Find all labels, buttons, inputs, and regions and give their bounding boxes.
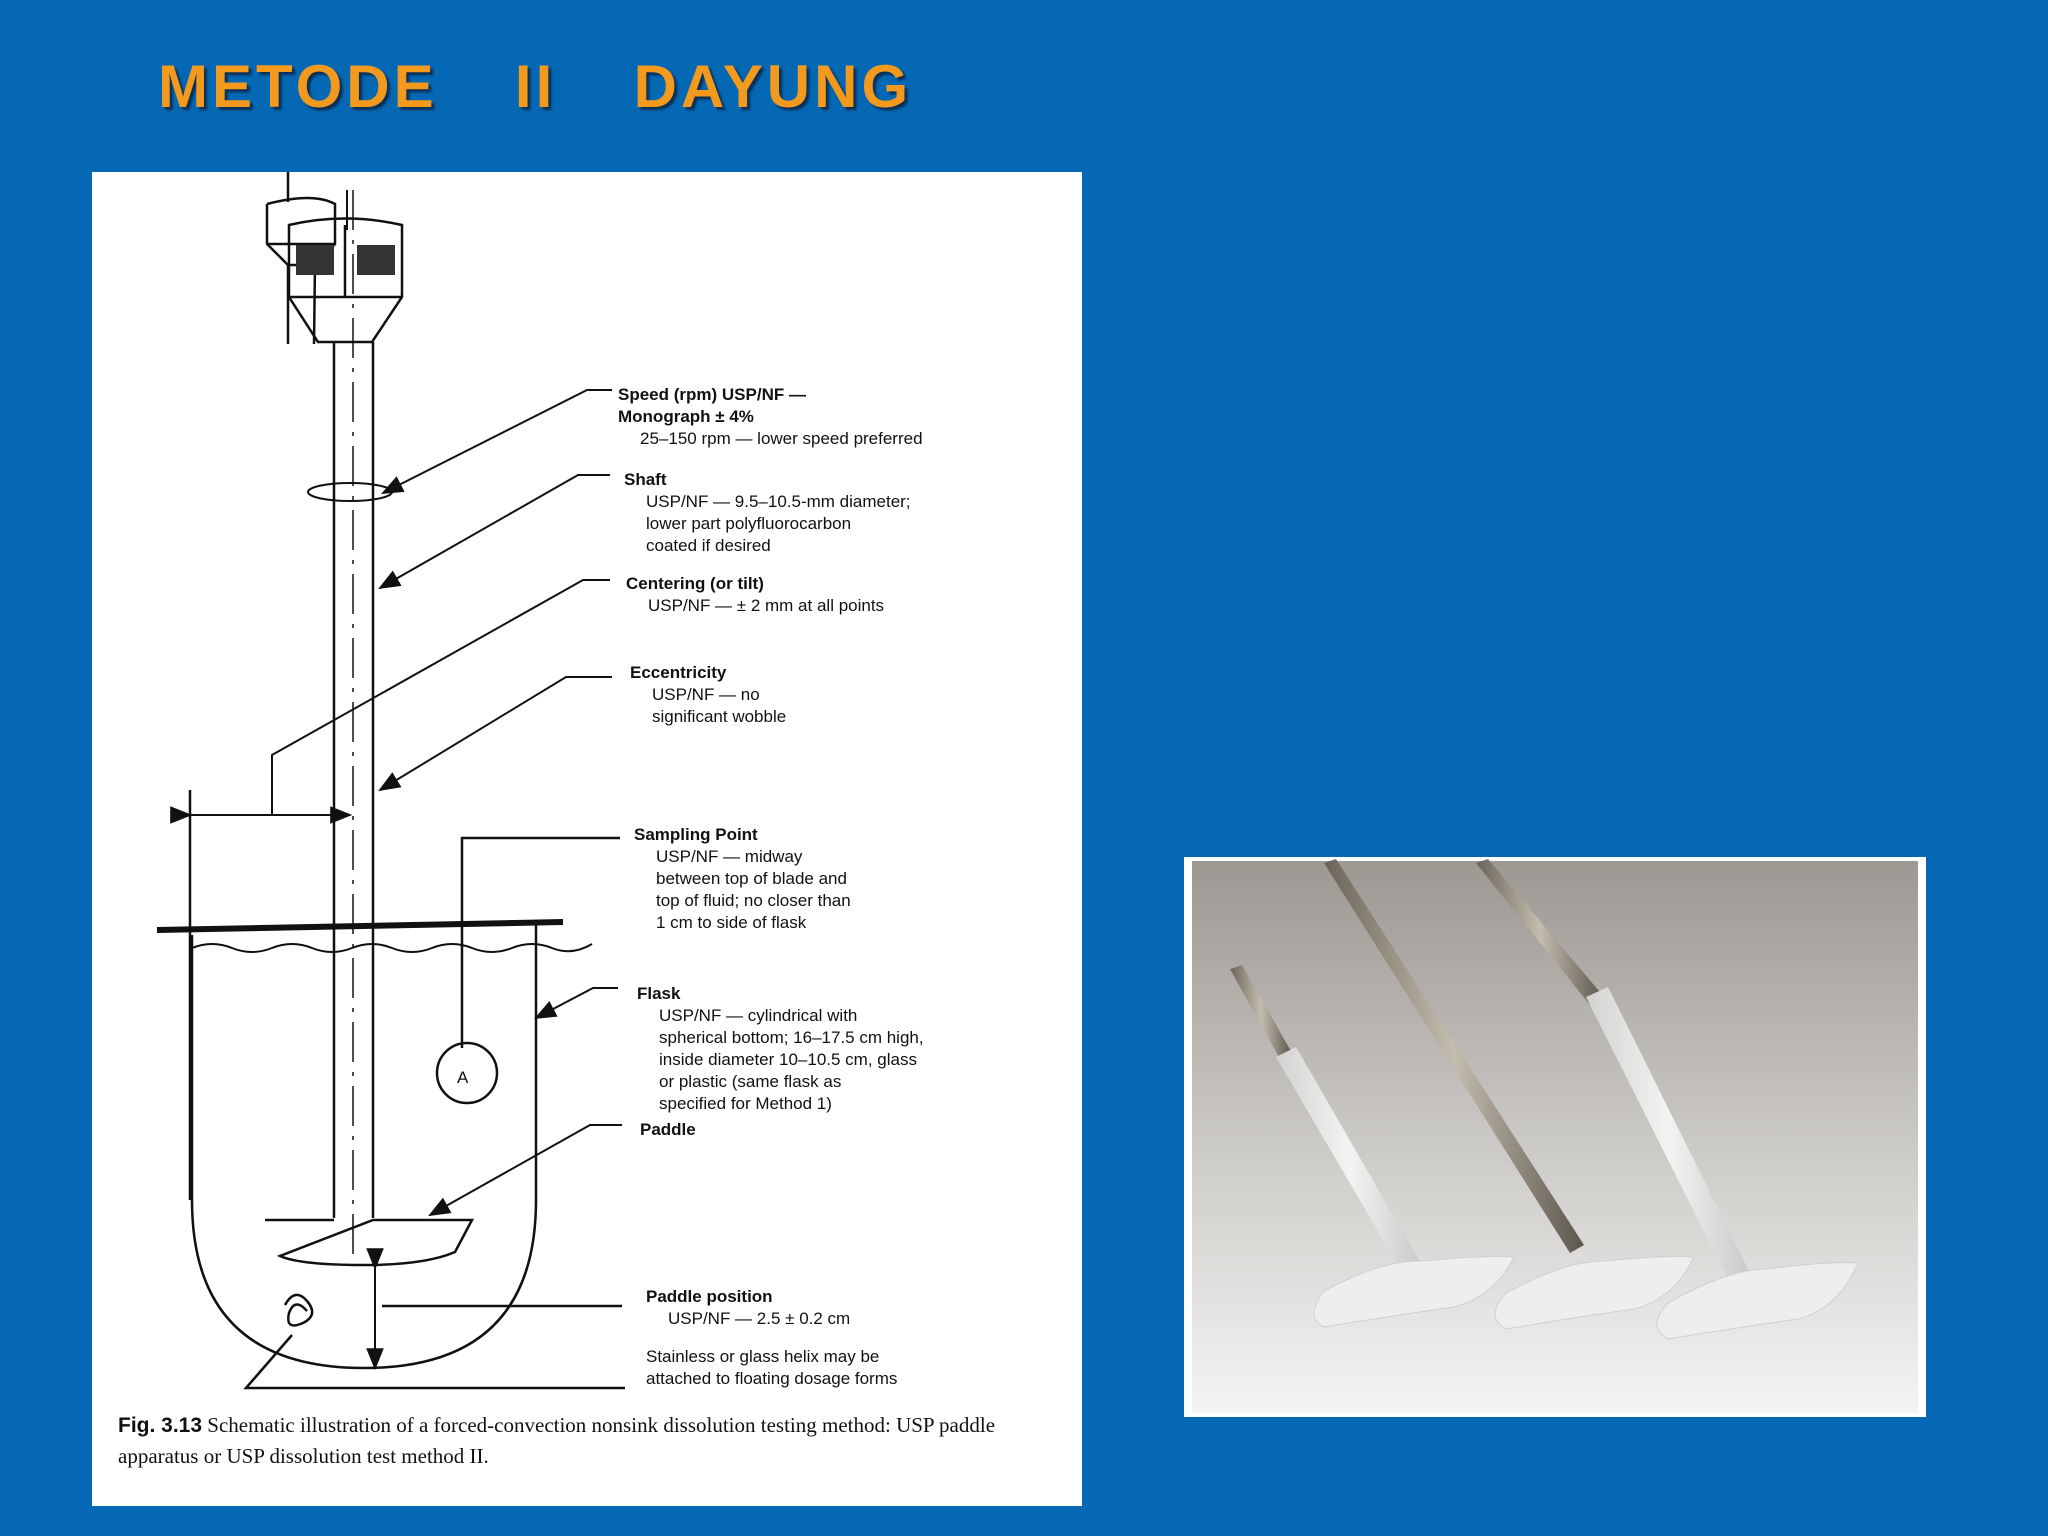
diagram-label-line: USP/NF — ± 2 mm at all points bbox=[648, 596, 884, 615]
diagram-label-line: Flask bbox=[637, 984, 681, 1003]
diagram-label-line: coated if desired bbox=[646, 536, 771, 555]
diagram-label-line: USP/NF — midway bbox=[656, 847, 803, 866]
helix bbox=[283, 1293, 314, 1327]
paddle-stirrers-photo bbox=[1192, 859, 1918, 1413]
diagram-label-line: USP/NF — 2.5 ± 0.2 cm bbox=[668, 1309, 850, 1328]
diagram-label-line: Stainless or glass helix may be bbox=[646, 1347, 879, 1366]
diagram-label-line: lower part polyfluorocarbon bbox=[646, 514, 851, 533]
diagram-label-line: top of fluid; no closer than bbox=[656, 891, 851, 910]
label-helix: Stainless or glass helix may be attached … bbox=[646, 1347, 897, 1388]
caption-number: Fig. 3.13 bbox=[118, 1414, 203, 1437]
diagram-label-line: Sampling Point bbox=[634, 825, 758, 844]
sampling-point-marker bbox=[435, 1041, 499, 1105]
diagram-label-line: Speed (rpm) USP/NF — bbox=[618, 385, 806, 404]
diagram-label-line: or plastic (same flask as bbox=[659, 1072, 841, 1091]
label-speed: Speed (rpm) USP/NF — Monograph ± 4% 25–150… bbox=[618, 385, 923, 448]
diagram-label-line: 25–150 rpm — lower speed preferred bbox=[640, 429, 923, 448]
figure-caption: Fig. 3.13 Schematic illustration of a fo… bbox=[118, 1410, 1058, 1471]
diagram-label-line: between top of blade and bbox=[656, 869, 847, 888]
diagram-label-line: Eccentricity bbox=[630, 663, 727, 682]
diagram-label-line: inside diameter 10–10.5 cm, glass bbox=[659, 1050, 917, 1069]
diagram-label-line: USP/NF — 9.5–10.5-mm diameter; bbox=[646, 492, 911, 511]
paddle-blade bbox=[265, 1218, 475, 1267]
caption-text: Schematic illustration of a forced-conve… bbox=[118, 1413, 996, 1468]
paddle-stirrer-1 bbox=[1230, 965, 1515, 1328]
diagram-label-line: 1 cm to side of flask bbox=[656, 913, 807, 932]
diagram-label-line: USP/NF — no bbox=[652, 685, 760, 704]
paddle-photo bbox=[1184, 857, 1926, 1417]
diagram-label-line: Centering (or tilt) bbox=[626, 574, 764, 593]
slide-title: METODE II DAYUNG bbox=[158, 53, 913, 120]
schematic-figure: A Speed (rpm) USP/NF — Monograph ± 4% 25–1… bbox=[92, 172, 1082, 1506]
label-centering: Centering (or tilt) USP/NF — ± 2 mm at al… bbox=[626, 574, 884, 615]
diagram-label-line: specified for Method 1) bbox=[659, 1094, 832, 1113]
paddle-apparatus-diagram: A Speed (rpm) USP/NF — Monograph ± 4% 25–1… bbox=[156, 172, 924, 1390]
diagram-label-line: USP/NF — cylindrical with bbox=[659, 1006, 857, 1025]
diagram-label-line: Shaft bbox=[624, 470, 667, 489]
paddle-stirrer-3 bbox=[1476, 859, 1859, 1340]
flask-body bbox=[190, 925, 538, 1370]
diagram-label-line: spherical bottom; 16–17.5 cm high, bbox=[659, 1028, 924, 1047]
diagram-label-line: Monograph ± 4% bbox=[618, 407, 754, 426]
flask-rim bbox=[156, 919, 564, 933]
label-paddle: Paddle bbox=[640, 1120, 696, 1139]
sampling-point-label: A bbox=[457, 1068, 469, 1087]
diagram-label-line: Paddle position bbox=[646, 1287, 773, 1306]
diagram-label-line: significant wobble bbox=[652, 707, 786, 726]
diagram-label-line: attached to floating dosage forms bbox=[646, 1369, 897, 1388]
coupling-block-left bbox=[296, 245, 334, 275]
coupling-block-right bbox=[357, 245, 395, 275]
paddle-stirrer-2 bbox=[1324, 859, 1695, 1330]
diagram-label-line: Paddle bbox=[640, 1120, 696, 1139]
